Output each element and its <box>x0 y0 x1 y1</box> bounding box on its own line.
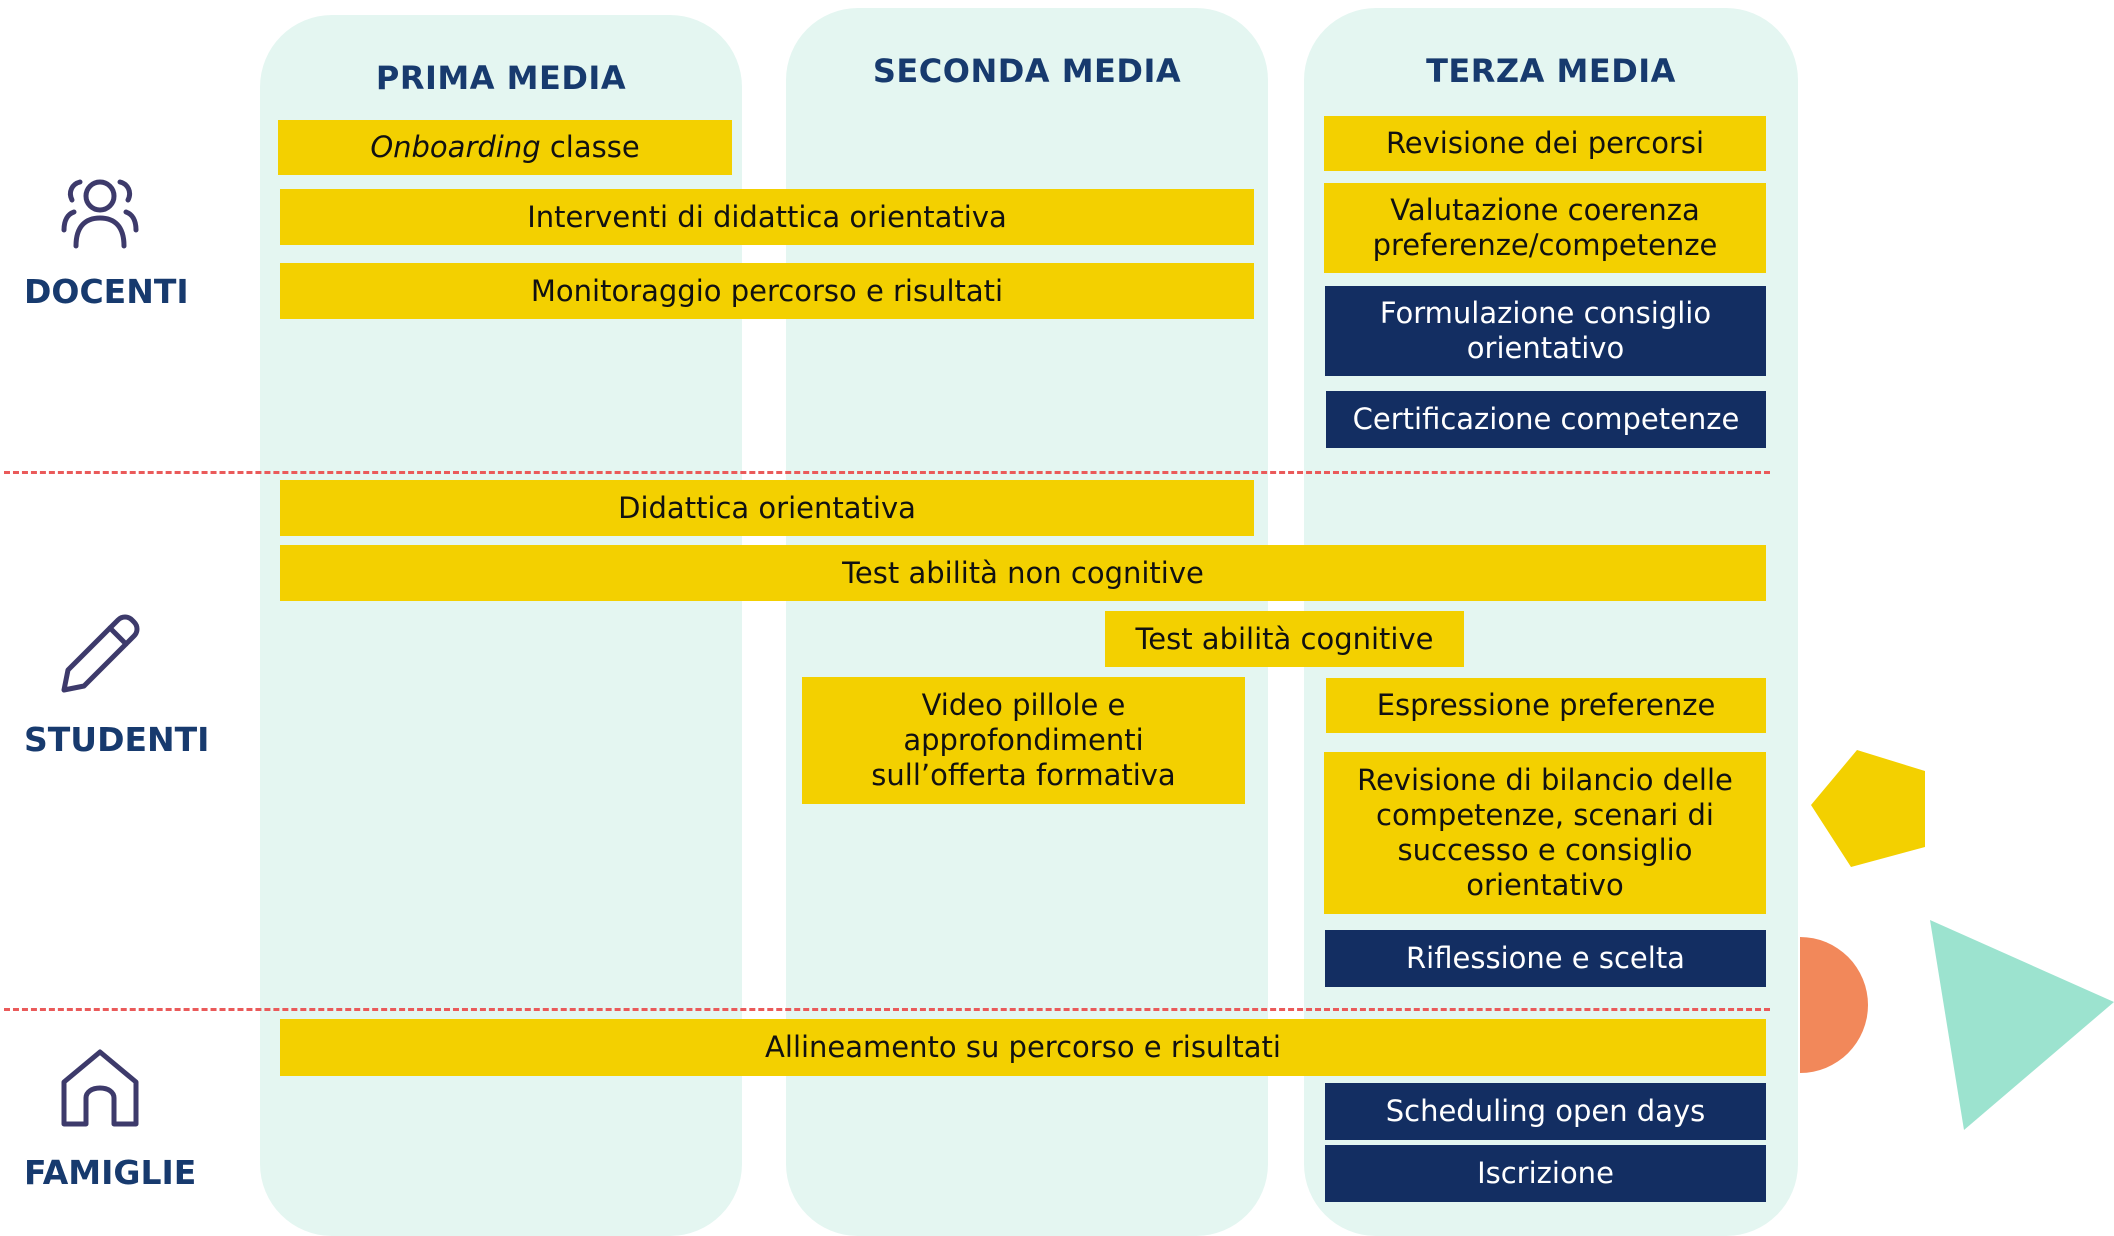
column-title-prima-media: PRIMA MEDIA <box>375 59 627 97</box>
row-label-famiglie: FAMIGLIE <box>24 1153 197 1192</box>
people-icon <box>61 179 139 249</box>
column-title-seconda-media: SECONDA MEDIA <box>872 52 1182 90</box>
activity-onboarding-rest: classe <box>540 130 640 165</box>
activity-valutazione-coerenza: Valutazione coerenza preferenze/competen… <box>1324 183 1766 273</box>
activity-onboarding-italic: Onboarding <box>370 130 541 165</box>
activity-revisione-percorsi: Revisione dei percorsi <box>1324 116 1766 171</box>
activity-espressione-preferenze: Espressione preferenze <box>1326 678 1766 733</box>
decorative-triangle <box>1930 920 2114 1130</box>
activity-test-cognitive: Test abilità cognitive <box>1105 611 1464 667</box>
house-icon <box>61 1049 139 1127</box>
divider-studenti-famiglie <box>4 1008 1770 1011</box>
activity-revisione-bilancio: Revisione di bilancio delle competenze, … <box>1324 752 1766 914</box>
column-title-terza-media: TERZA MEDIA <box>1426 52 1676 90</box>
decorative-semicircle <box>1800 937 1868 1073</box>
activity-scheduling-open-days: Scheduling open days <box>1325 1083 1766 1140</box>
pencil-icon <box>61 614 140 693</box>
activity-monitoraggio: Monitoraggio percorso e risultati <box>280 263 1254 319</box>
activity-riflessione-scelta: Riflessione e scelta <box>1325 930 1766 987</box>
activity-interventi-didattica: Interventi di didattica orientativa <box>280 189 1254 245</box>
activity-video-pillole: Video pillole e approfondimenti sull’off… <box>802 677 1245 804</box>
activity-formulazione-consiglio: Formulazione consiglio orientativo <box>1325 286 1766 376</box>
activity-test-non-cognitive: Test abilità non cognitive <box>280 545 1766 601</box>
activity-allineamento: Allineamento su percorso e risultati <box>280 1019 1766 1076</box>
row-label-docenti: DOCENTI <box>24 272 189 311</box>
activity-didattica-orientativa: Didattica orientativa <box>280 480 1254 536</box>
activity-onboarding-classe: Onboarding classe <box>278 120 732 175</box>
activity-certificazione-competenze: Certificazione competenze <box>1326 391 1766 448</box>
divider-docenti-studenti <box>4 471 1770 474</box>
row-label-studenti: STUDENTI <box>24 720 210 759</box>
decorative-pentagon <box>1811 750 1925 867</box>
activity-iscrizione: Iscrizione <box>1325 1145 1766 1202</box>
